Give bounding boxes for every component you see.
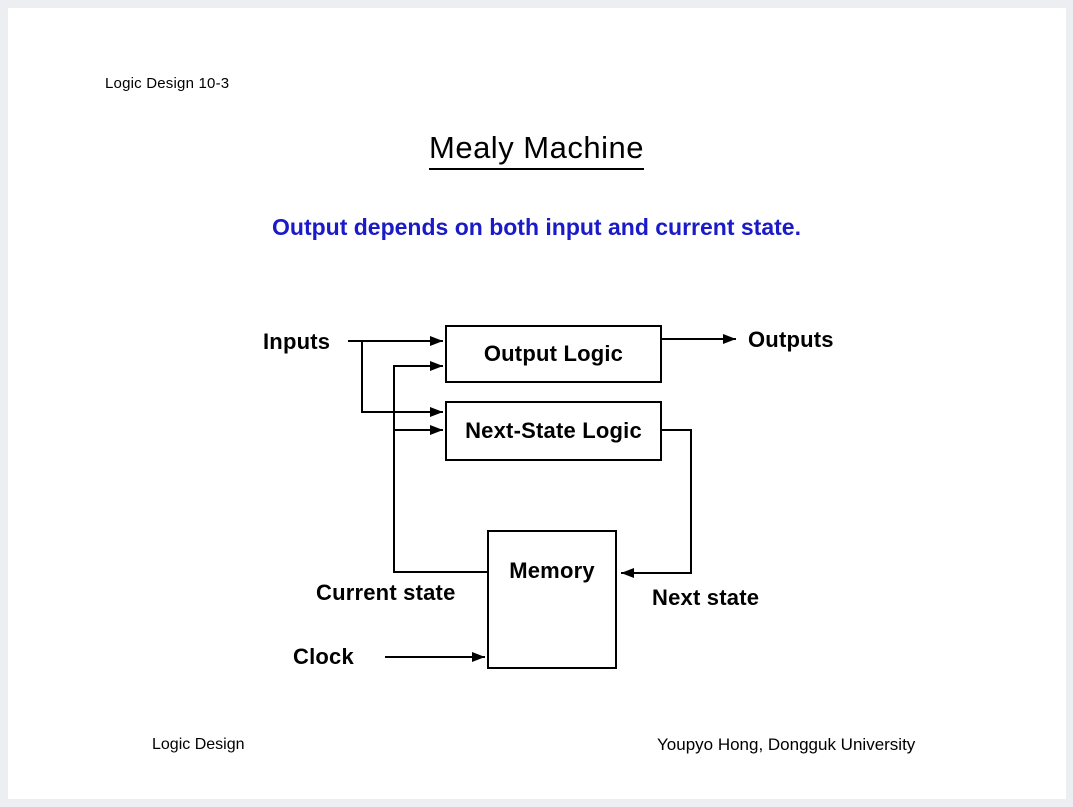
slide-code: Logic Design 10-3 [105, 75, 230, 92]
output-logic-label: Output Logic [483, 341, 624, 366]
clock-label: Clock [293, 644, 354, 669]
next-state-logic-block: Next-State Logic [445, 401, 662, 461]
outputs-label: Outputs [748, 327, 834, 352]
output-logic-block: Output Logic [445, 325, 662, 383]
current-state-label: Current state [316, 580, 456, 605]
title-container: Mealy Machine [0, 130, 1073, 170]
footer-course-name: Logic Design [152, 736, 245, 753]
footer-author: Youpyo Hong, Dongguk University [657, 735, 916, 754]
next-state-logic-label: Next-State Logic [465, 418, 642, 443]
next-state-label: Next state [652, 585, 760, 610]
subtitle-text: Output depends on both input and current… [272, 214, 801, 240]
memory-label: Memory [509, 558, 595, 583]
memory-block: Memory [487, 530, 617, 669]
inputs-label: Inputs [263, 329, 331, 354]
page-title: Mealy Machine [429, 130, 644, 170]
